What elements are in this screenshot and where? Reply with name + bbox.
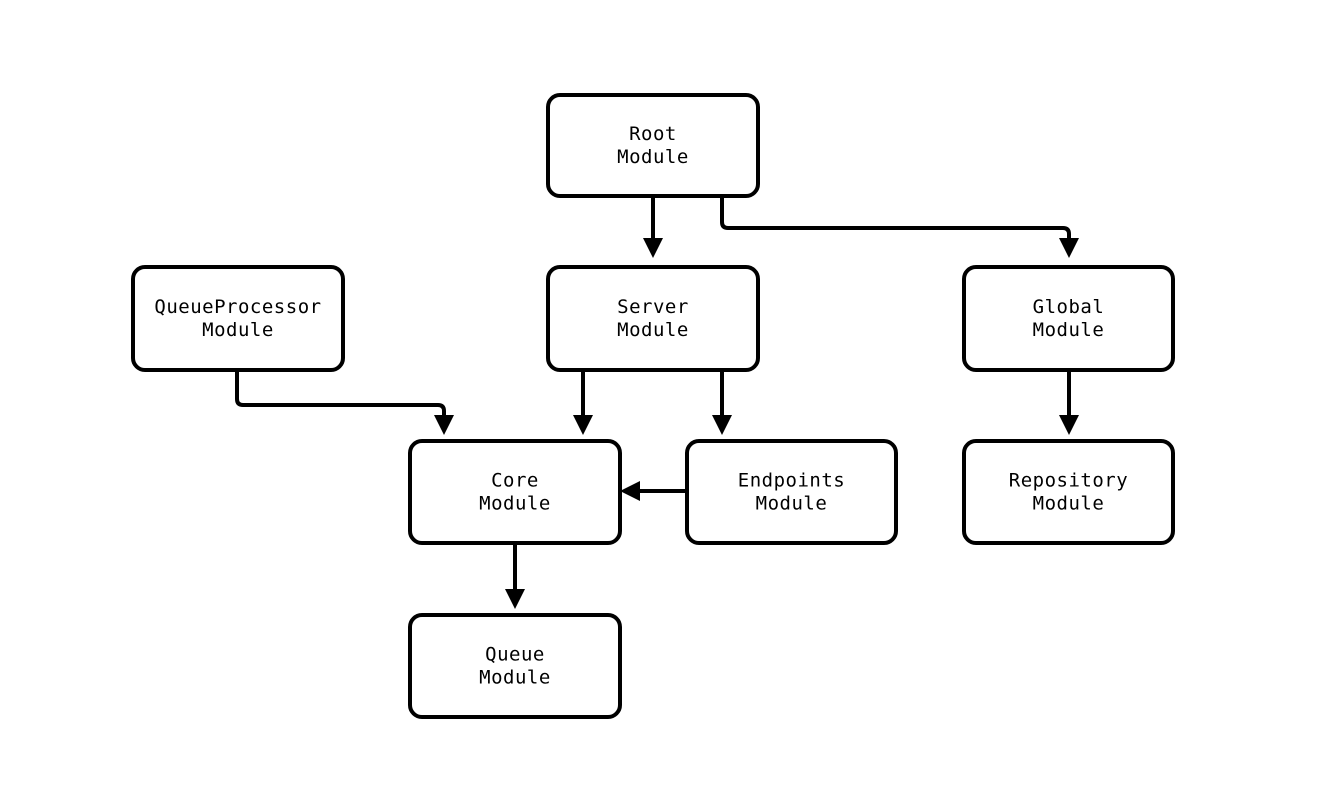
node-label-line2: Module — [1033, 319, 1105, 341]
node-shape[interactable] — [546, 265, 760, 372]
node-shape[interactable] — [131, 265, 345, 372]
edge-endpoints-to-core — [620, 481, 687, 501]
node-label-line1: Repository — [1009, 470, 1128, 492]
node-label-line1: Global — [1033, 296, 1105, 318]
node-label-line2: Module — [479, 667, 551, 689]
node-label-line2: Module — [1033, 493, 1105, 515]
node-label-line2: Module — [479, 493, 551, 515]
arrowhead-icon — [620, 481, 640, 501]
node-label-line1: Queue — [485, 644, 545, 666]
edge-line — [720, 196, 1071, 238]
arrowhead-icon — [712, 415, 732, 435]
edge-root-to-global — [720, 196, 1079, 258]
node-label-line1: Root — [629, 123, 677, 145]
arrowhead-icon — [1059, 415, 1079, 435]
arrowhead-icon — [505, 589, 525, 609]
node-label-line1: Endpoints — [738, 470, 845, 492]
node-shape[interactable] — [685, 439, 898, 545]
node-shape[interactable] — [962, 439, 1175, 545]
edge-server-to-core — [573, 370, 593, 435]
node-label-line1: Core — [491, 470, 539, 492]
node-shape[interactable] — [408, 613, 622, 719]
node-label-line1: QueueProcessor — [154, 296, 321, 318]
edges-layer — [235, 196, 1079, 609]
node-label-line2: Module — [202, 319, 274, 341]
edge-core-to-queue — [505, 543, 525, 609]
node-label-line2: Module — [617, 146, 689, 168]
nodes-layer: RootModuleQueueProcessorModuleServerModu… — [131, 93, 1175, 719]
arrowhead-icon — [1059, 238, 1079, 258]
node-shape[interactable] — [408, 439, 622, 545]
node-shape[interactable] — [546, 93, 760, 198]
node-label-line2: Module — [617, 319, 689, 341]
arrowhead-icon — [573, 415, 593, 435]
arrowhead-icon — [434, 415, 454, 435]
edge-global-to-repository — [1059, 370, 1079, 435]
node-shape[interactable] — [962, 265, 1175, 372]
edge-line — [235, 370, 446, 415]
node-label-line2: Module — [756, 493, 828, 515]
edge-queueprocessor-to-core — [235, 370, 454, 435]
arrowhead-icon — [643, 238, 663, 258]
edge-root-to-server — [643, 196, 663, 258]
edge-server-to-endpoints — [712, 370, 732, 435]
node-label-line1: Server — [617, 296, 689, 318]
